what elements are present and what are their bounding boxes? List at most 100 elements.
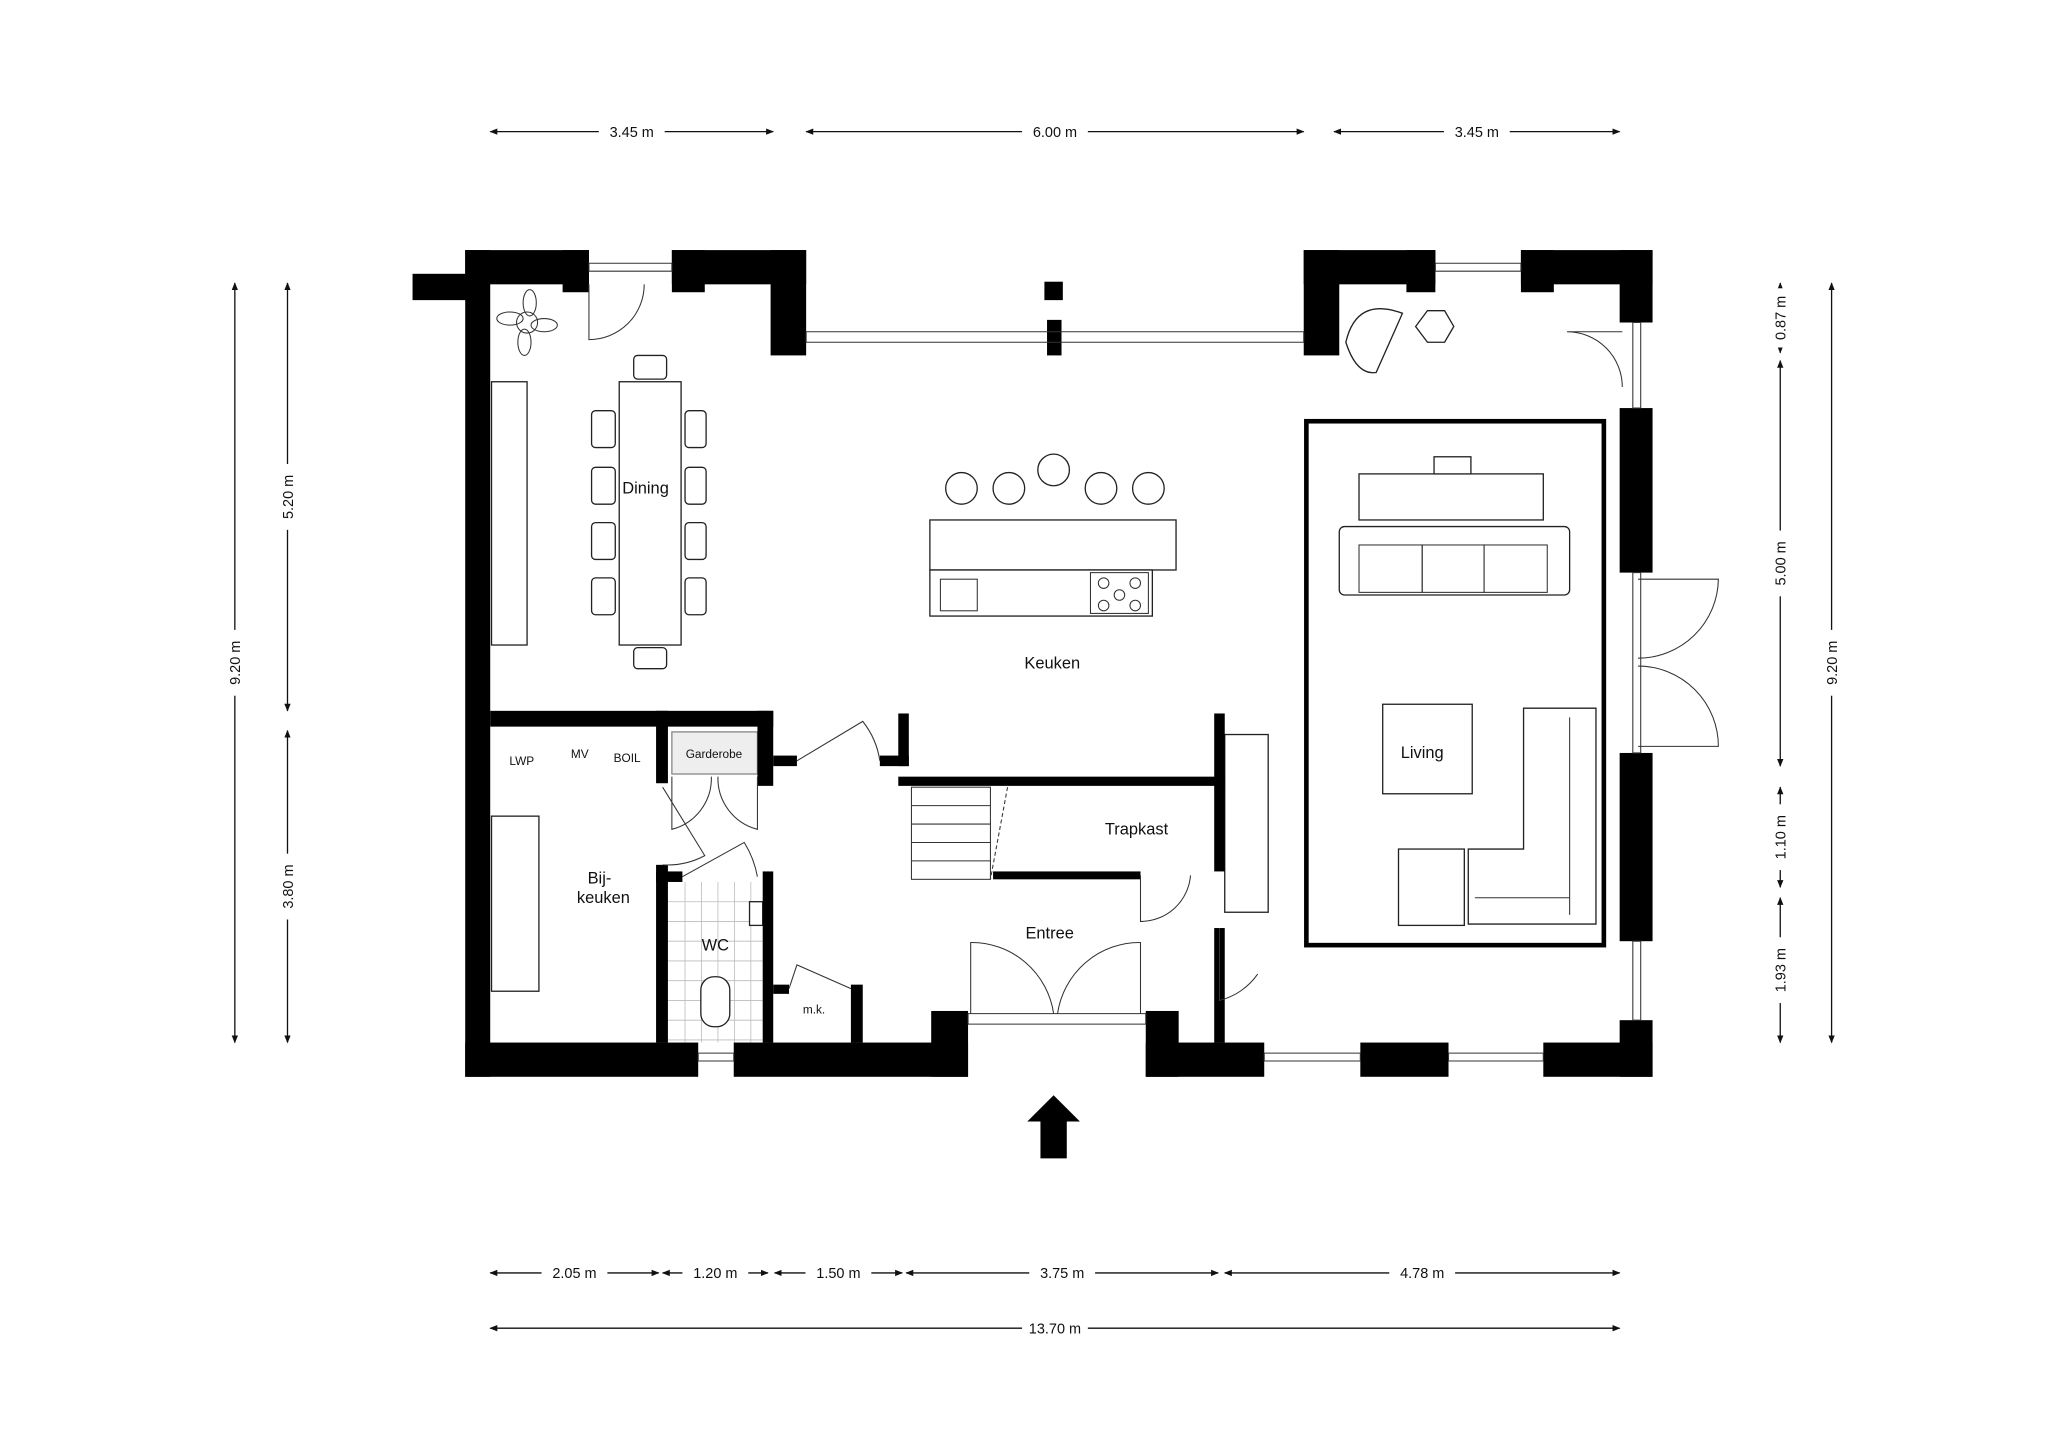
kitchen-island — [929, 519, 1177, 571]
sideboard — [490, 381, 528, 646]
dim-label: 4.78 m — [1400, 1266, 1444, 1282]
label-lwp: LWP — [509, 754, 534, 768]
corner-sofa — [1467, 707, 1597, 925]
chair — [684, 466, 707, 505]
washbasin — [748, 901, 764, 927]
furniture — [490, 289, 1607, 1043]
wall — [1145, 1042, 1265, 1077]
tv-unit — [1358, 473, 1544, 521]
chair — [590, 410, 616, 449]
dimension-line: 3.75 m — [905, 1263, 1219, 1282]
dimension-line: 1.20 m — [661, 1263, 769, 1282]
dim-label: 1.10 m — [1774, 815, 1790, 859]
bar-stool — [992, 471, 1026, 505]
dimension-line: 9.20 m — [1822, 282, 1841, 1044]
walls — [412, 250, 1653, 1077]
label-mv: MV — [571, 747, 589, 761]
dimension-line: 3.80 m — [278, 729, 297, 1044]
bijkeuken-counter — [490, 815, 540, 992]
desk-chair — [1433, 456, 1472, 475]
wall — [1406, 250, 1436, 293]
chair — [684, 410, 707, 449]
bar-stool — [1037, 453, 1071, 487]
wall — [656, 871, 683, 882]
room-label-garderobe: Garderobe — [686, 747, 743, 761]
dimension-line: 1.50 m — [773, 1263, 904, 1282]
wall — [1044, 281, 1063, 301]
room-label-dining: Dining — [622, 480, 669, 498]
label-boil: BOIL — [614, 751, 641, 765]
dimension-line: 3.45 m — [1333, 122, 1621, 141]
dim-label: 13.70 m — [1029, 1321, 1081, 1337]
stairs — [910, 786, 991, 880]
sink — [939, 578, 978, 612]
wall — [562, 250, 589, 293]
wall — [931, 1010, 969, 1077]
lounge-chair — [1345, 308, 1455, 374]
wall — [770, 250, 807, 356]
wall — [1619, 752, 1653, 942]
kitchen-counter — [929, 569, 1154, 617]
dimension-line: 5.00 m — [1771, 359, 1790, 767]
dimension-line: 0.87 m — [1771, 282, 1790, 354]
dim-label: 3.75 m — [1040, 1266, 1084, 1282]
dimension-line: 2.05 m — [489, 1263, 660, 1282]
chair — [590, 521, 616, 561]
toilet — [700, 976, 731, 1028]
room-label-trapkast: Trapkast — [1105, 821, 1169, 839]
chair — [684, 577, 707, 616]
dim-label: 1.20 m — [693, 1266, 737, 1282]
wall — [656, 710, 668, 784]
wall — [993, 871, 1141, 880]
wall — [879, 755, 909, 767]
dim-label: 3.45 m — [610, 125, 654, 141]
dim-label: 1.50 m — [816, 1266, 860, 1282]
room-label-entree: Entree — [1025, 925, 1073, 943]
wall — [898, 776, 1225, 786]
dimension-line: 5.20 m — [278, 282, 297, 712]
dim-label: 3.45 m — [1455, 125, 1499, 141]
wall — [412, 273, 472, 301]
wall — [757, 710, 774, 786]
wall — [465, 250, 491, 1077]
room-label-living: Living — [1401, 744, 1444, 762]
dimension-line: 1.93 m — [1771, 896, 1790, 1044]
garderobe-rack — [671, 731, 759, 775]
dim-label: 9.20 m — [1825, 641, 1841, 685]
room-label-wc: WC — [702, 936, 730, 954]
dimension-line: 1.10 m — [1771, 786, 1790, 889]
room-label-keuken: Keuken — [1024, 655, 1080, 673]
bar-stool — [1084, 471, 1118, 505]
chair — [684, 521, 707, 561]
ottoman — [1397, 848, 1465, 927]
wall — [1619, 408, 1653, 573]
plant — [496, 289, 558, 356]
dim-label: 5.20 m — [281, 475, 297, 519]
openings — [588, 262, 1719, 1062]
dim-label: 3.80 m — [281, 864, 297, 908]
dim-label: 5.00 m — [1774, 541, 1790, 585]
dim-label: 2.05 m — [552, 1266, 596, 1282]
dim-label: 9.20 m — [228, 641, 244, 685]
chair — [633, 354, 668, 380]
wall — [656, 864, 668, 1043]
dimension-line: 9.20 m — [225, 282, 244, 1044]
wall — [733, 1042, 969, 1077]
wall — [1047, 319, 1062, 356]
entree-cabinet — [1224, 733, 1269, 913]
wall — [1214, 713, 1225, 872]
dim-label: 6.00 m — [1033, 125, 1077, 141]
dining-chairs — [590, 354, 707, 670]
chair — [590, 577, 616, 616]
cooktop — [1089, 572, 1149, 614]
armchair — [1382, 703, 1473, 795]
wall — [671, 250, 705, 293]
wall — [1520, 250, 1554, 293]
dim-label: 0.87 m — [1774, 296, 1790, 340]
dimension-line: 3.45 m — [489, 122, 775, 141]
wall — [773, 755, 797, 767]
wall — [490, 710, 774, 727]
sofa — [1338, 525, 1571, 596]
dimensions: 3.45 m 6.00 m 3.45 m 9.20 m 5.20 m 3.80 m 0.87… — [225, 122, 1841, 1337]
